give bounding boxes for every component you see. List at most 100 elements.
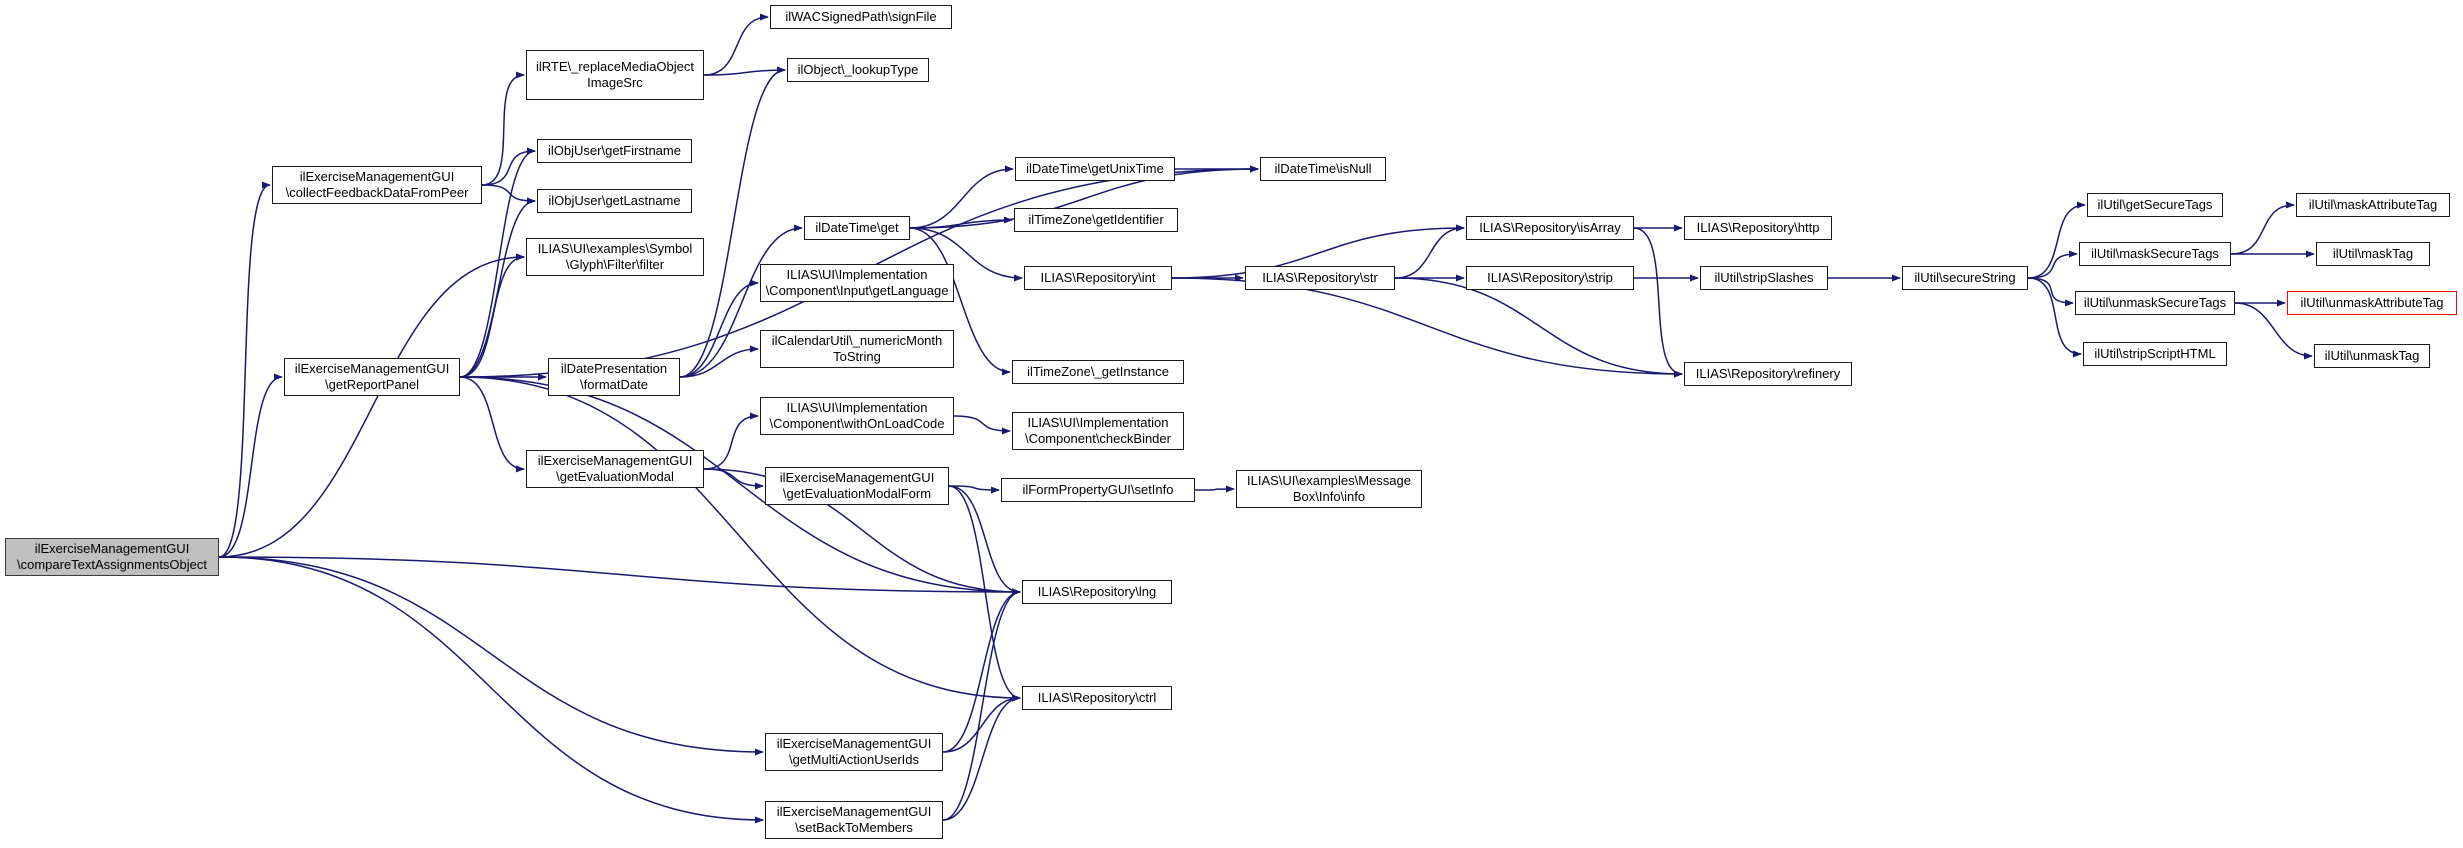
node-timezone-get-identifier-label-line-1: ilTimeZone\getIdentifier <box>1028 212 1164 227</box>
node-unmask-tag[interactable]: ilUtil\unmaskTag <box>2314 344 2430 368</box>
node-datetime-get-label-line-1: ilDateTime\get <box>815 220 899 235</box>
node-replace-media-object-image-src-label-line-1: ilRTE\_replaceMediaObject <box>536 59 694 74</box>
node-form-property-set-info-label-line-1: ilFormPropertyGUI\setInfo <box>1022 482 1174 497</box>
node-get-report-panel-label-line-2: \getReportPanel <box>325 377 419 392</box>
node-datetime-is-null[interactable]: ilDateTime\isNull <box>1260 157 1386 181</box>
node-get-evaluation-modal[interactable]: ilExerciseManagementGUI\getEvaluationMod… <box>526 450 704 488</box>
node-with-on-load-code-label-line-2: \Component\withOnLoadCode <box>769 416 945 431</box>
node-get-evaluation-modal-form-label-line-1: ilExerciseManagementGUI <box>779 470 935 485</box>
node-repository-ctrl[interactable]: ILIAS\Repository\ctrl <box>1022 686 1172 710</box>
edge-n4-n20 <box>942 694 1021 753</box>
node-with-on-load-code[interactable]: ILIAS\UI\Implementation\Component\withOn… <box>760 397 954 435</box>
edge-n3-n11 <box>459 376 525 473</box>
node-symbol-glyph-filter-label-line-1: ILIAS\UI\examples\Symbol <box>537 241 693 256</box>
node-form-property-set-info[interactable]: ilFormPropertyGUI\setInfo <box>1001 478 1195 502</box>
node-repository-is-array[interactable]: ILIAS\Repository\isArray <box>1466 216 1634 240</box>
node-get-firstname[interactable]: ilObjUser\getFirstname <box>537 139 692 163</box>
edge-n35-n36 <box>2027 201 2086 279</box>
node-strip-slashes[interactable]: ilUtil\stripSlashes <box>1700 266 1828 290</box>
edge-n1-n2 <box>218 181 271 558</box>
edge-n2-n8 <box>481 184 536 205</box>
node-numeric-month-to-string-label-line-1: ilCalendarUtil\_numericMonth <box>771 333 943 348</box>
node-unmask-secure-tags[interactable]: ilUtil\unmaskSecureTags <box>2075 291 2235 315</box>
edge-n14-n24 <box>909 227 1011 376</box>
node-repository-str[interactable]: ILIAS\Repository\str <box>1245 266 1395 290</box>
node-sign-file[interactable]: ilWACSignedPath\signFile <box>770 5 952 29</box>
node-format-date[interactable]: ilDatePresentation\formatDate <box>548 358 680 396</box>
node-symbol-glyph-filter-label-line-2: \Glyph\Filter\filter <box>565 257 665 272</box>
node-get-lastname-label-line-1: ilObjUser\getLastname <box>548 193 681 208</box>
edge-n23-n34 <box>1171 277 1683 378</box>
node-get-multi-action-user-ids[interactable]: ilExerciseManagementGUI\getMultiActionUs… <box>765 733 943 771</box>
node-input-get-language[interactable]: ILIAS\UI\Implementation\Component\Input\… <box>760 264 954 302</box>
node-compare-text-assignments-object[interactable]: ilExerciseManagementGUI\compareTextAssig… <box>5 538 219 576</box>
node-secure-string[interactable]: ilUtil\secureString <box>1902 266 2028 290</box>
node-get-report-panel[interactable]: ilExerciseManagementGUI\getReportPanel <box>284 358 460 396</box>
node-symbol-glyph-filter[interactable]: ILIAS\UI\examples\Symbol\Glyph\Filter\fi… <box>526 238 704 276</box>
node-get-evaluation-modal-form[interactable]: ilExerciseManagementGUI\getEvaluationMod… <box>765 467 949 505</box>
node-timezone-get-identifier[interactable]: ilTimeZone\getIdentifier <box>1014 208 1178 232</box>
edge-n26-n29 <box>1194 485 1235 493</box>
edge-n2-n7 <box>481 147 536 186</box>
node-get-secure-tags[interactable]: ilUtil\getSecureTags <box>2087 193 2223 217</box>
node-replace-media-object-image-src-label-line-2: ImageSrc <box>587 75 643 90</box>
node-message-box-info-label-line-1: ILIAS\UI\examples\Message <box>1246 473 1412 488</box>
node-repository-int[interactable]: ILIAS\Repository\int <box>1024 266 1172 290</box>
edge-n1-n3 <box>218 373 283 558</box>
node-mask-secure-tags[interactable]: ilUtil\maskSecureTags <box>2079 242 2231 266</box>
node-with-on-load-code-label-line-1: ILIAS\UI\Implementation <box>786 400 928 415</box>
node-strip-slashes-label-line-1: ilUtil\stripSlashes <box>1714 270 1814 285</box>
node-format-date-label-line-2: \formatDate <box>580 377 648 392</box>
edge-n37-n40 <box>2230 201 2295 255</box>
node-mask-tag-label-line-1: ilUtil\maskTag <box>2332 246 2414 261</box>
node-repository-lng-label-line-1: ILIAS\Repository\lng <box>1037 584 1157 599</box>
node-repository-refinery[interactable]: ILIAS\Repository\refinery <box>1684 362 1852 386</box>
node-get-secure-tags-label-line-1: ilUtil\getSecureTags <box>2097 197 2213 212</box>
node-unmask-attribute-tag[interactable]: ilUtil\unmaskAttributeTag <box>2287 291 2457 315</box>
node-repository-http[interactable]: ILIAS\Repository\http <box>1684 216 1832 240</box>
node-unmask-attribute-tag-label-line-1: ilUtil\unmaskAttributeTag <box>2300 295 2444 310</box>
node-get-unix-time[interactable]: ilDateTime\getUnixTime <box>1015 157 1175 181</box>
node-strip-script-html[interactable]: ilUtil\stripScriptHTML <box>2083 342 2227 366</box>
node-compare-text-assignments-object-label-line-2: \compareTextAssignmentsObject <box>16 557 208 572</box>
edge-n14-n21 <box>909 165 1014 229</box>
node-lookup-type[interactable]: ilObject\_lookupType <box>787 58 929 82</box>
edge-n23-n30 <box>1171 224 1465 279</box>
node-set-back-to-members[interactable]: ilExerciseManagementGUI\setBackToMembers <box>765 801 943 839</box>
edge-n10-n14 <box>679 224 803 378</box>
edge-n6-n13 <box>703 66 786 76</box>
node-repository-strip[interactable]: ILIAS\Repository\strip <box>1466 266 1634 290</box>
node-lookup-type-label-line-1: ilObject\_lookupType <box>797 62 919 77</box>
node-datetime-get[interactable]: ilDateTime\get <box>804 216 910 240</box>
edge-n11-n19 <box>703 468 1021 596</box>
node-collect-feedback-data-from-peer[interactable]: ilExerciseManagementGUI\collectFeedbackD… <box>272 166 482 204</box>
node-check-binder-label-line-2: \Component\checkBinder <box>1025 431 1171 446</box>
node-get-unix-time-label-line-1: ilDateTime\getUnixTime <box>1026 161 1164 176</box>
node-check-binder[interactable]: ILIAS\UI\Implementation\Component\checkB… <box>1012 412 1184 450</box>
node-timezone-get-instance[interactable]: ilTimeZone\_getInstance <box>1012 360 1184 384</box>
node-repository-strip-label-line-1: ILIAS\Repository\strip <box>1487 270 1613 285</box>
edge-n5-n19 <box>942 588 1021 821</box>
node-mask-attribute-tag[interactable]: ilUtil\maskAttributeTag <box>2296 193 2450 217</box>
edge-n35-n38 <box>2027 277 2074 307</box>
node-unmask-tag-label-line-1: ilUtil\unmaskTag <box>2324 348 2420 363</box>
node-get-evaluation-modal-label-line-2: \getEvaluationModal <box>556 469 674 484</box>
node-repository-int-label-line-1: ILIAS\Repository\int <box>1040 270 1156 285</box>
node-repository-ctrl-label-line-1: ILIAS\Repository\ctrl <box>1037 690 1157 705</box>
edge-n28-n34 <box>1394 277 1683 378</box>
edge-n14-n27 <box>909 165 1259 229</box>
edge-n1-n9 <box>218 253 525 558</box>
edge-n14-n23 <box>909 227 1023 282</box>
node-mask-attribute-tag-label-line-1: ilUtil\maskAttributeTag <box>2308 197 2438 212</box>
node-repository-lng[interactable]: ILIAS\Repository\lng <box>1022 580 1172 604</box>
edge-n10-n13 <box>679 66 786 378</box>
node-set-back-to-members-label-line-1: ilExerciseManagementGUI <box>776 804 932 819</box>
edge-n1-n5 <box>218 556 764 824</box>
node-get-lastname[interactable]: ilObjUser\getLastname <box>537 189 692 213</box>
node-get-report-panel-label-line-1: ilExerciseManagementGUI <box>294 361 450 376</box>
node-format-date-label-line-1: ilDatePresentation <box>560 361 668 376</box>
node-mask-tag[interactable]: ilUtil\maskTag <box>2316 242 2430 266</box>
